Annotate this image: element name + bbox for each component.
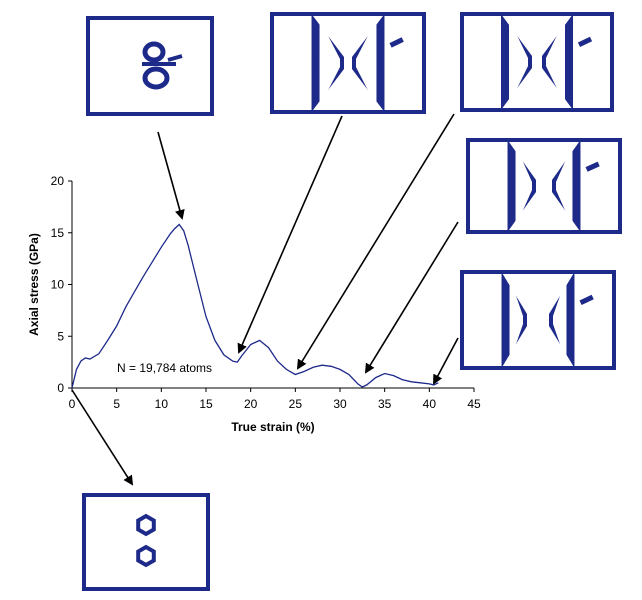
y-tick-label: 10 xyxy=(51,278,65,292)
y-tick-label: 5 xyxy=(57,329,64,343)
snapshot-40-arrow xyxy=(433,337,459,385)
panel-frame xyxy=(270,12,426,114)
stress-strain-line xyxy=(71,223,439,389)
void-ring xyxy=(142,66,170,90)
snapshot-peak-panel xyxy=(86,16,214,116)
snapshot-panels xyxy=(82,12,622,591)
panel-frame xyxy=(460,270,616,370)
atom-count-annotation: N = 19,784 atoms xyxy=(117,361,212,375)
debris xyxy=(389,37,404,48)
snapshot-peak-arrow xyxy=(157,131,185,220)
neck-left-inner xyxy=(509,19,528,105)
y-tick-label: 20 xyxy=(51,174,65,188)
chart: 0 5 10 15 20 0 5 10 15 20 25 30 35 40 45 Axial stress… xyxy=(27,174,481,434)
snapshot-4-panel xyxy=(466,138,622,234)
x-tick-label: 15 xyxy=(199,397,213,411)
snapshot-20-panel xyxy=(270,12,426,114)
panel-frame xyxy=(460,12,614,112)
neck-left-inner xyxy=(319,19,340,107)
snapshot-initial-arrow xyxy=(71,389,134,486)
debris xyxy=(585,161,600,172)
void-ring xyxy=(136,544,156,568)
y-tick-label: 15 xyxy=(51,226,65,240)
x-ticks: 0 5 10 15 20 25 30 35 40 45 xyxy=(69,388,481,411)
neck-right-inner xyxy=(546,19,565,105)
x-tick-label: 35 xyxy=(378,397,392,411)
snapshot-20-arrow xyxy=(237,115,343,354)
x-tick-label: 0 xyxy=(69,397,76,411)
snapshot-40-panel xyxy=(460,270,616,370)
x-tick-label: 20 xyxy=(244,397,258,411)
void-ring xyxy=(142,41,166,63)
debris xyxy=(577,36,593,47)
neck-right-inner xyxy=(356,19,377,107)
x-tick-label: 5 xyxy=(113,397,120,411)
snapshot-25-panel xyxy=(460,12,614,112)
y-ticks: 0 5 10 15 20 xyxy=(51,174,72,395)
snapshot-33-arrow xyxy=(364,221,459,374)
panel-frame xyxy=(466,138,622,234)
neck-right-inner xyxy=(556,145,573,227)
panel-frame xyxy=(82,493,210,591)
neck-left-inner xyxy=(509,277,523,363)
neck-right-inner xyxy=(553,277,567,363)
void-link xyxy=(142,54,183,66)
y-tick-label: 0 xyxy=(57,381,64,395)
snapshot-initial-panel xyxy=(82,493,210,591)
x-tick-label: 40 xyxy=(423,397,437,411)
y-axis-label: Axial stress (GPa) xyxy=(27,233,41,336)
void-ring xyxy=(136,513,156,537)
x-axis-label: True strain (%) xyxy=(231,420,314,434)
arrows xyxy=(71,113,459,486)
x-tick-label: 30 xyxy=(333,397,347,411)
snapshot-25-arrow xyxy=(296,113,455,370)
x-tick-label: 45 xyxy=(467,397,481,411)
neck-left-inner xyxy=(515,145,532,227)
debris xyxy=(579,294,594,305)
x-tick-label: 10 xyxy=(155,397,169,411)
x-tick-label: 25 xyxy=(289,397,303,411)
